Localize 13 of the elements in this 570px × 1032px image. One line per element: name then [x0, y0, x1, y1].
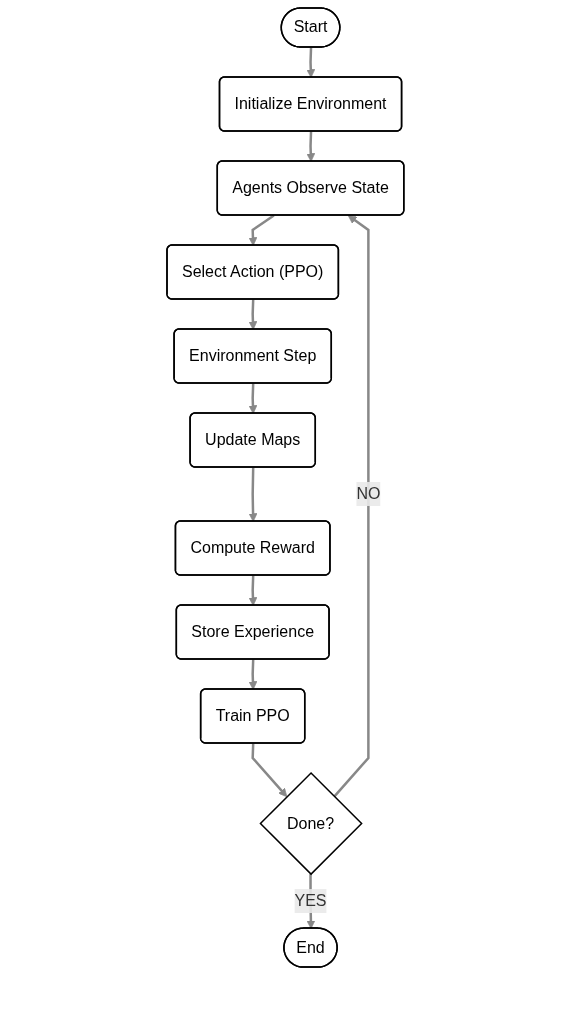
arrow — [251, 743, 287, 798]
arrow — [305, 47, 315, 78]
arrow — [248, 299, 257, 330]
arrow — [248, 575, 257, 606]
arrow — [248, 659, 257, 690]
node-diamond: Done? — [259, 771, 363, 876]
arrow — [305, 131, 315, 162]
arrow — [248, 467, 258, 522]
arrow — [248, 214, 275, 246]
arrow — [332, 215, 370, 798]
edge-label: YES — [294, 892, 327, 910]
arrow — [248, 383, 257, 414]
edge-label: NO — [355, 484, 380, 502]
